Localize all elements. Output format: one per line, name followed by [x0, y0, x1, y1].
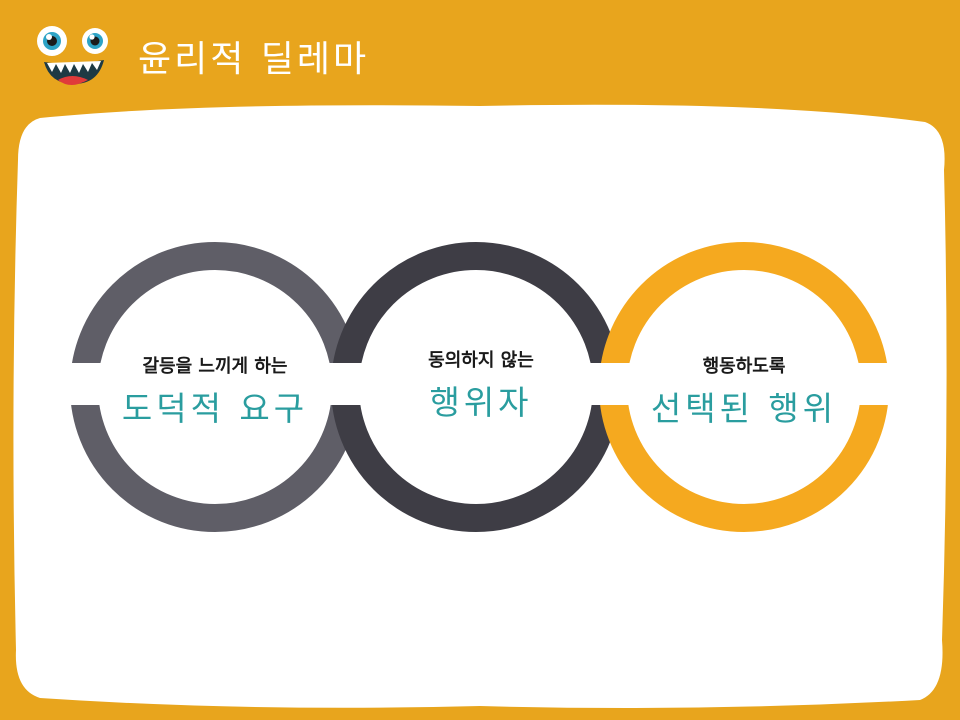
diagram-item-3: 행동하도록 선택된 행위: [604, 352, 884, 430]
monster-face-icon: [37, 26, 108, 85]
item-3-subtitle: 행동하도록: [702, 356, 786, 377]
page-title: 윤리적 딜레마: [138, 39, 370, 80]
ring-3: [599, 242, 889, 532]
header: 윤리적 딜레마: [0, 0, 960, 100]
item-3-title: 선택된 행위: [650, 389, 838, 428]
item-2-title: 행위자: [429, 383, 533, 422]
item-1-subtitle: 갈등을 느끼게 하는: [142, 356, 288, 377]
item-1-title: 도덕적 요구: [121, 389, 309, 428]
diagram-item-2: 동의하지 않는 행위자: [341, 346, 621, 424]
diagram-item-1: 갈등을 느끼게 하는 도덕적 요구: [75, 352, 355, 430]
item-2-subtitle: 동의하지 않는: [428, 350, 534, 371]
